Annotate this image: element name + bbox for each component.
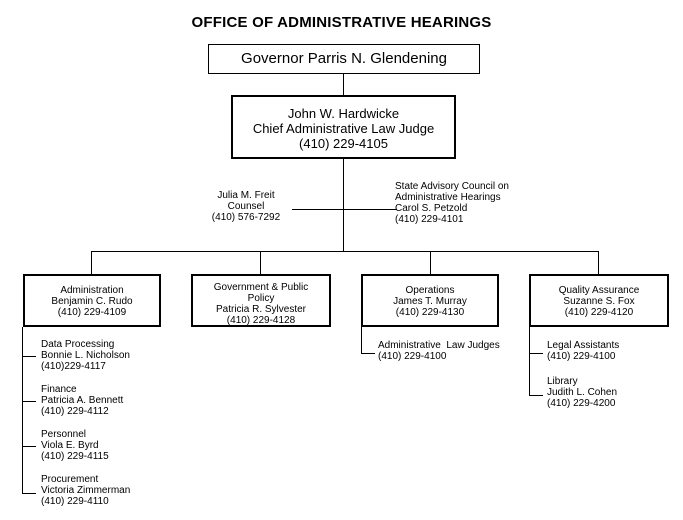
dept-administration-box: Administration Benjamin C. Rudo (410) 22…	[23, 274, 161, 327]
unit-title: Legal Assistants	[547, 340, 620, 351]
unit-head: Bonnie L. Nicholson	[41, 350, 130, 361]
unit-title: Personnel	[41, 429, 87, 440]
unit-phone: (410) 229-4115	[41, 451, 109, 462]
unit-head: Victoria Zimmerman	[41, 485, 131, 496]
dept-phone: (410) 229-4120	[564, 307, 634, 318]
dept-phone: (410) 229-4109	[57, 307, 127, 318]
qa-unit-tick	[529, 395, 543, 396]
dept-quality-assurance-box: Quality Assurance Suzanne S. Fox (410) 2…	[529, 274, 669, 327]
unit-phone: (410) 229-4100	[547, 351, 616, 362]
dept-operations-box: Operations James T. Murray (410) 229-413…	[361, 274, 499, 327]
council-name: Carol S. Petzold	[395, 203, 468, 214]
unit-phone: (410) 229-4112	[41, 406, 109, 417]
governor-box: Governor Parris N. Glendening	[208, 44, 480, 74]
unit-title: Administrative Law Judges	[378, 340, 500, 351]
admin-unit-tick	[22, 493, 36, 494]
advisory-council-block: State Advisory Council on Administrative…	[395, 181, 509, 225]
unit-head: Viola E. Byrd	[41, 440, 99, 451]
chart-title: OFFICE OF ADMINISTRATIVE HEARINGS	[191, 14, 492, 31]
dept-head: Suzanne S. Fox	[563, 296, 635, 307]
dept-title: Quality Assurance	[558, 285, 640, 296]
connector-gov-chief	[343, 74, 344, 95]
qa-unit-tick	[529, 353, 543, 354]
council-phone: (410) 229-4101	[395, 214, 464, 225]
dept-government-public-policy-box: Government & Public Policy Patricia R. S…	[191, 274, 331, 327]
connector-dept1	[91, 251, 92, 274]
dept-title: Operations	[405, 285, 455, 296]
connector-dept3	[430, 251, 431, 274]
dept-phone: (410) 229-4130	[395, 307, 465, 318]
chief-judge-box: John W. Hardwicke Chief Administrative L…	[231, 95, 456, 159]
admin-unit-procurement: Procurement Victoria Zimmerman (410) 229…	[41, 474, 130, 507]
qa-unit-library: Library Judith L. Cohen (410) 229-4200	[547, 376, 617, 409]
unit-phone: (410)229-4117	[41, 361, 106, 372]
chief-name: John W. Hardwicke	[287, 106, 400, 121]
admin-unit-data-processing: Data Processing Bonnie L. Nicholson (410…	[41, 339, 130, 372]
chief-role: Chief Administrative Law Judge	[252, 121, 435, 136]
connector-dept4	[598, 251, 599, 274]
admin-unit-tick	[22, 446, 36, 447]
counsel-phone: (410) 576-7292	[211, 212, 281, 223]
unit-phone: (410) 229-4200	[547, 398, 616, 409]
council-line2: Administrative Hearings	[395, 192, 501, 203]
connector-counsel-council	[292, 209, 397, 210]
ops-unit-tick	[361, 353, 375, 354]
connector-dept2	[260, 251, 261, 274]
unit-title: Procurement	[41, 474, 99, 485]
governor-name: Governor Parris N. Glendening	[241, 50, 447, 67]
admin-units-vertical	[22, 327, 23, 494]
qa-unit-legal-assistants: Legal Assistants (410) 229-4100	[547, 340, 619, 362]
dept-phone: (410) 229-4128	[226, 315, 296, 326]
dept-title-cont: Policy	[247, 293, 275, 304]
counsel-block: Julia M. Freit Counsel (410) 576-7292	[196, 190, 296, 223]
admin-unit-tick	[22, 401, 36, 402]
unit-head: Judith L. Cohen	[547, 387, 618, 398]
counsel-name: Julia M. Freit	[217, 190, 275, 201]
admin-unit-personnel: Personnel Viola E. Byrd (410) 229-4115	[41, 429, 109, 462]
chief-phone: (410) 229-4105	[299, 136, 388, 151]
council-line1: State Advisory Council on	[395, 181, 509, 192]
admin-unit-finance: Finance Patricia A. Bennett (410) 229-41…	[41, 384, 123, 417]
dept-title: Government & Public	[213, 282, 309, 293]
dept-head: Benjamin C. Rudo	[51, 296, 133, 307]
dept-title: Administration	[60, 285, 124, 296]
dept-head: James T. Murray	[393, 296, 467, 307]
connector-chief-down	[343, 159, 344, 251]
unit-title: Library	[547, 376, 578, 387]
admin-unit-tick	[22, 356, 36, 357]
unit-title: Data Processing	[41, 339, 115, 350]
unit-phone: (410) 229-4100	[378, 351, 447, 362]
ops-units-vertical	[361, 327, 362, 354]
qa-units-vertical	[529, 327, 530, 396]
unit-head: Patricia A. Bennett	[41, 395, 124, 406]
ops-unit-law-judges: Administrative Law Judges (410) 229-4100	[378, 340, 500, 362]
unit-title: Finance	[41, 384, 77, 395]
counsel-role: Counsel	[227, 201, 265, 212]
dept-head: Patricia R. Sylvester	[215, 304, 307, 315]
unit-phone: (410) 229-4110	[41, 496, 109, 507]
connector-horizontal-bus	[91, 251, 599, 252]
